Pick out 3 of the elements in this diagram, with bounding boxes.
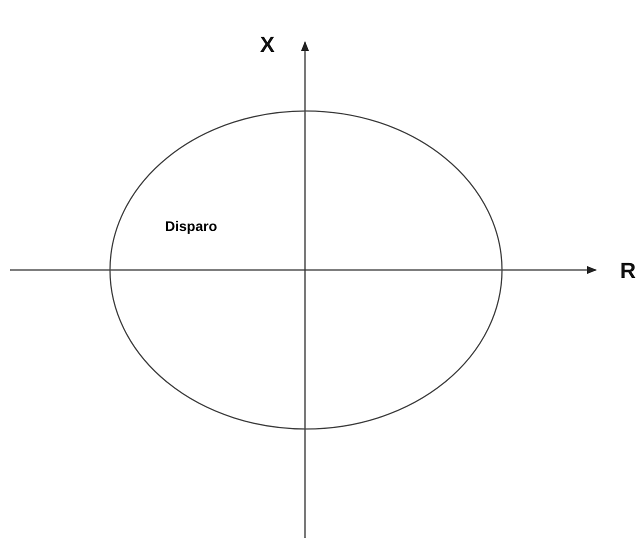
region-label: Disparo xyxy=(165,218,218,234)
axis-label: R xyxy=(620,258,636,284)
axis-label: X xyxy=(260,32,275,58)
